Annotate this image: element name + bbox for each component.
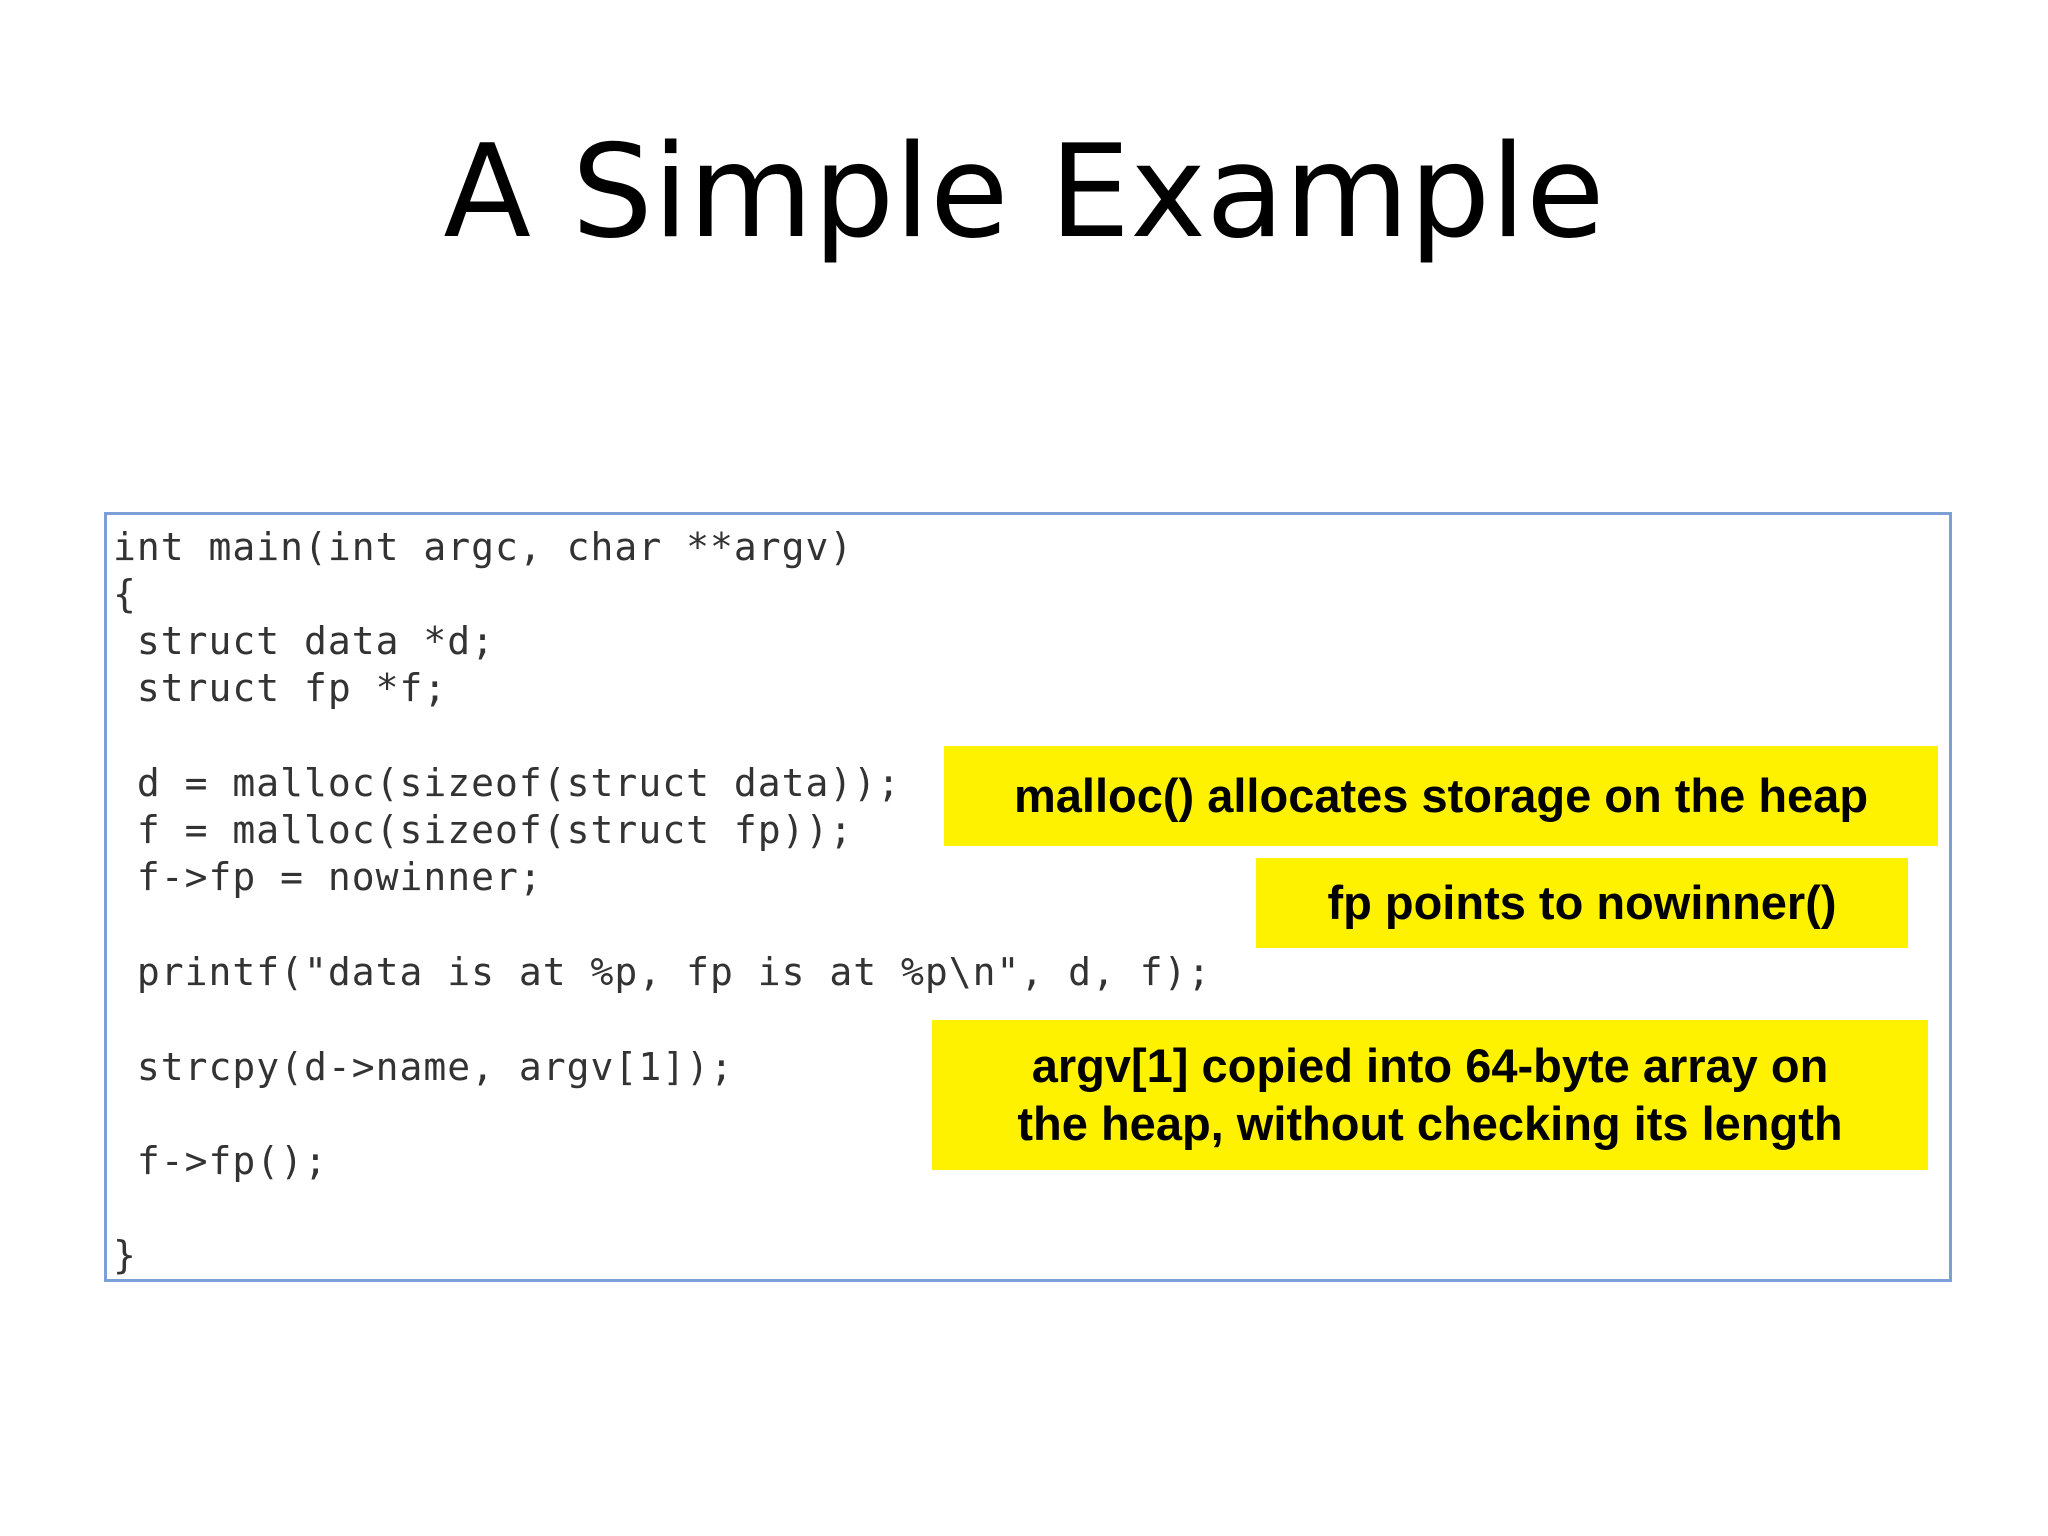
slide-title: A Simple Example — [443, 118, 1605, 267]
code-line-malloc-fp: f = malloc(sizeof(struct fp)); — [113, 808, 854, 852]
code-line-main-signature: int main(int argc, char **argv) — [113, 525, 854, 569]
code-line-printf: printf("data is at %p, fp is at %p\n", d… — [113, 950, 1212, 994]
callout-fp-pointer-text: fp points to nowinner() — [1327, 876, 1837, 929]
callout-argv-copy: argv[1] copied into 64-byte array on the… — [932, 1020, 1928, 1170]
code-line-struct-data: struct data *d; — [113, 619, 496, 663]
code-line-open-brace: { — [113, 572, 137, 616]
callout-argv-copy-line2: the heap, without checking its length — [1017, 1097, 1843, 1150]
code-line-strcpy: strcpy(d->name, argv[1]); — [113, 1045, 734, 1089]
code-line-malloc-data: d = malloc(sizeof(struct data)); — [113, 761, 901, 805]
code-line-assign-fp: f->fp = nowinner; — [113, 855, 543, 899]
code-line-call-fp: f->fp(); — [113, 1139, 328, 1183]
callout-malloc-text: malloc() allocates storage on the heap — [1013, 769, 1869, 822]
callout-malloc: malloc() allocates storage on the heap — [944, 746, 1938, 846]
callout-fp-pointer: fp points to nowinner() — [1256, 858, 1908, 948]
code-line-struct-fp: struct fp *f; — [113, 666, 448, 710]
code-line-close-brace: } — [113, 1233, 137, 1277]
callout-argv-copy-line1: argv[1] copied into 64-byte array on — [1031, 1039, 1829, 1092]
